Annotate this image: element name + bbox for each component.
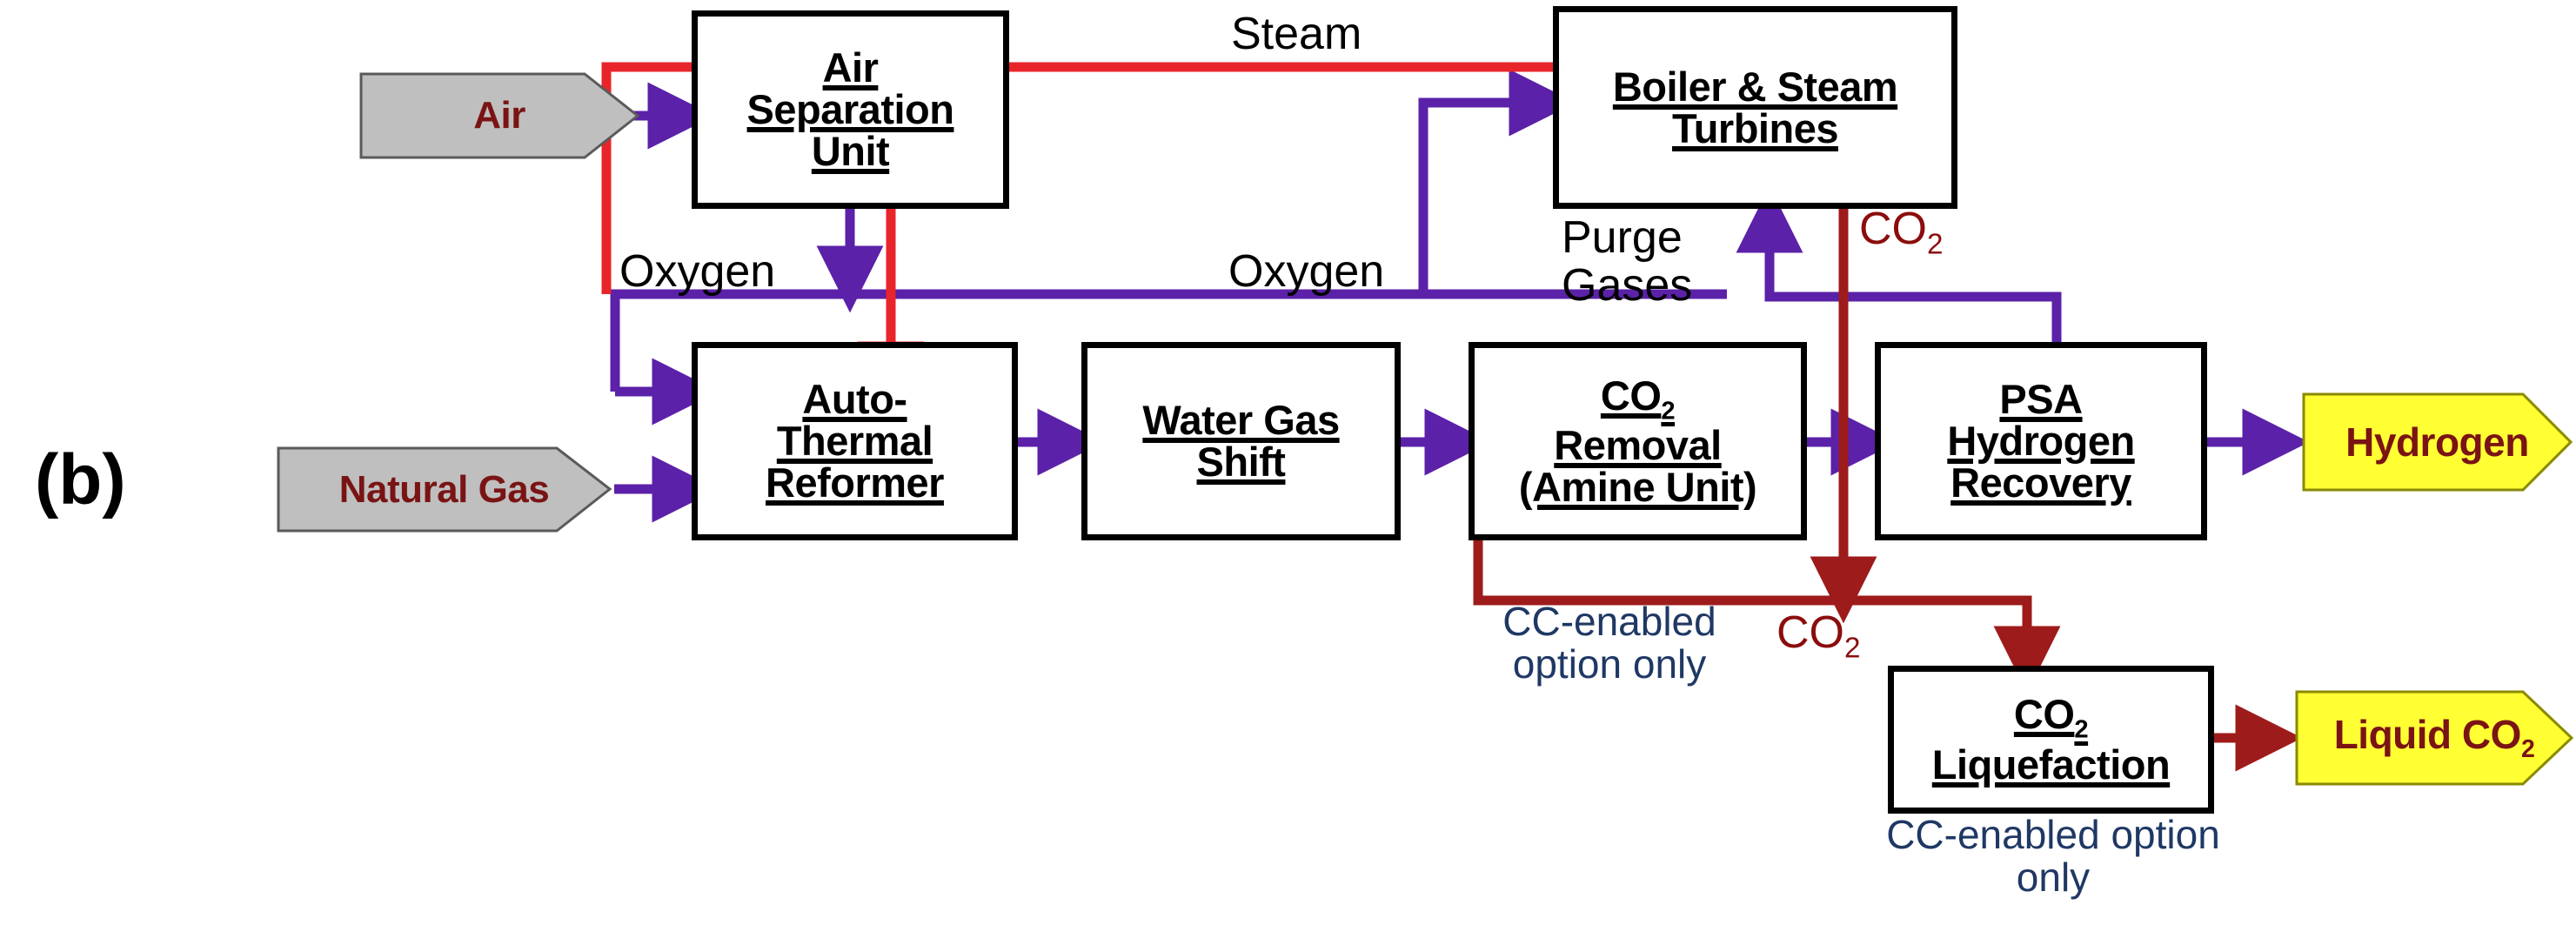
- label-oxygen-left: Oxygen: [619, 246, 776, 297]
- product-liquid-co2: Liquid CO2: [2297, 692, 2572, 784]
- stream-oxygen-to-boiler: [1418, 69, 1576, 294]
- feed-natural-gas-label: Natural Gas: [338, 467, 550, 511]
- box-co2-liquefaction-text: CO2 Liquefaction: [1931, 691, 2171, 788]
- product-hydrogen-label: Hydrogen: [2345, 419, 2529, 465]
- label-co2-upper: CO2: [1859, 204, 1944, 261]
- box-air-separation-unit[interactable]: Air Separation Unit: [692, 10, 1009, 209]
- feed-natural-gas: Natural Gas: [278, 448, 610, 531]
- product-liquid-co2-label: Liquid CO2: [2333, 712, 2535, 764]
- note-liquefaction-line-2: only: [2016, 854, 2091, 900]
- atr-line-3: Reformer: [766, 459, 944, 506]
- feed-air-label: Air: [473, 94, 525, 137]
- psa-line-2: Hydrogen: [1947, 418, 2135, 465]
- box-auto-thermal-reformer-text: Auto- Thermal Reformer: [766, 379, 944, 504]
- label-co2-lower: CO2: [1776, 607, 1861, 665]
- asu-line-2: Separation: [746, 86, 954, 133]
- panel-label: (b): [35, 440, 126, 519]
- boiler-line-1: Boiler & Steam: [1612, 63, 1898, 110]
- note-cc-enabled-liquefaction: CC-enabled option only: [1818, 814, 2288, 899]
- box-water-gas-shift[interactable]: Water Gas Shift: [1081, 342, 1401, 540]
- box-auto-thermal-reformer[interactable]: Auto- Thermal Reformer: [692, 342, 1018, 540]
- co2removal-line-1: CO2: [1600, 372, 1676, 425]
- box-boiler-steam-turbines[interactable]: Boiler & Steam Turbines: [1553, 6, 1957, 209]
- liquid-co2-product-shape: [2295, 690, 2574, 786]
- air-feed-shape: [359, 72, 640, 159]
- label-steam: Steam: [1231, 9, 1362, 59]
- co2removal-line-3: (Amine Unit): [1518, 463, 1757, 510]
- asu-line-3: Unit: [811, 127, 890, 174]
- note-cc-enabled-amine: CC-enabled option only: [1470, 600, 1749, 686]
- label-purge-gases-line-2: Gases: [1562, 260, 1693, 312]
- feed-shapes: [277, 72, 640, 533]
- box-water-gas-shift-text: Water Gas Shift: [1142, 397, 1340, 485]
- box-co2-removal-amine-unit[interactable]: CO2 Removal (Amine Unit): [1469, 342, 1807, 540]
- box-psa-hydrogen-recovery[interactable]: PSA Hydrogen Recovery: [1875, 342, 2207, 540]
- feed-air: Air: [361, 74, 638, 158]
- box-air-separation-unit-text: Air Separation Unit: [747, 47, 954, 172]
- atr-line-1: Auto-: [802, 376, 907, 423]
- co2liq-line-1: CO2: [2013, 691, 2089, 744]
- box-psa-hydrogen-recovery-text: PSA Hydrogen Recovery: [1947, 376, 2135, 506]
- box-boiler-steam-turbines-text: Boiler & Steam Turbines: [1612, 63, 1898, 151]
- note-amine-line-2: option only: [1512, 640, 1707, 687]
- product-shapes: [2295, 392, 2574, 786]
- note-amine-line-1: CC-enabled: [1502, 599, 1716, 644]
- box-co2-liquefaction[interactable]: CO2 Liquefaction: [1888, 666, 2214, 814]
- asu-line-1: Air: [822, 44, 879, 91]
- note-liquefaction-line-1: CC-enabled option: [1886, 812, 2220, 857]
- hydrogen-product-shape: [2302, 392, 2573, 492]
- boiler-line-2: Turbines: [1672, 104, 1838, 151]
- psa-line-3: Recovery: [1950, 459, 2131, 506]
- co2liq-line-2: Liquefaction: [1931, 741, 2171, 788]
- co2removal-line-2: Removal: [1554, 421, 1722, 468]
- stream-oxygen-bus-left: [610, 289, 1727, 392]
- wgs-line-1: Water Gas: [1142, 397, 1340, 444]
- stream-amine-co2-to-liquefaction: [1473, 526, 2061, 694]
- natural-gas-feed-shape: [277, 446, 612, 533]
- box-co2-removal-amine-unit-text: CO2 Removal (Amine Unit): [1518, 372, 1757, 510]
- product-hydrogen: Hydrogen: [2304, 394, 2571, 490]
- atr-line-2: Thermal: [776, 418, 933, 465]
- label-oxygen-right: Oxygen: [1228, 246, 1385, 297]
- wgs-line-2: Shift: [1196, 439, 1286, 485]
- label-purge-gases-line-1: Purge: [1562, 212, 1683, 263]
- label-purge-gases: Purge Gases: [1562, 212, 1693, 312]
- psa-line-1: PSA: [1999, 376, 2083, 423]
